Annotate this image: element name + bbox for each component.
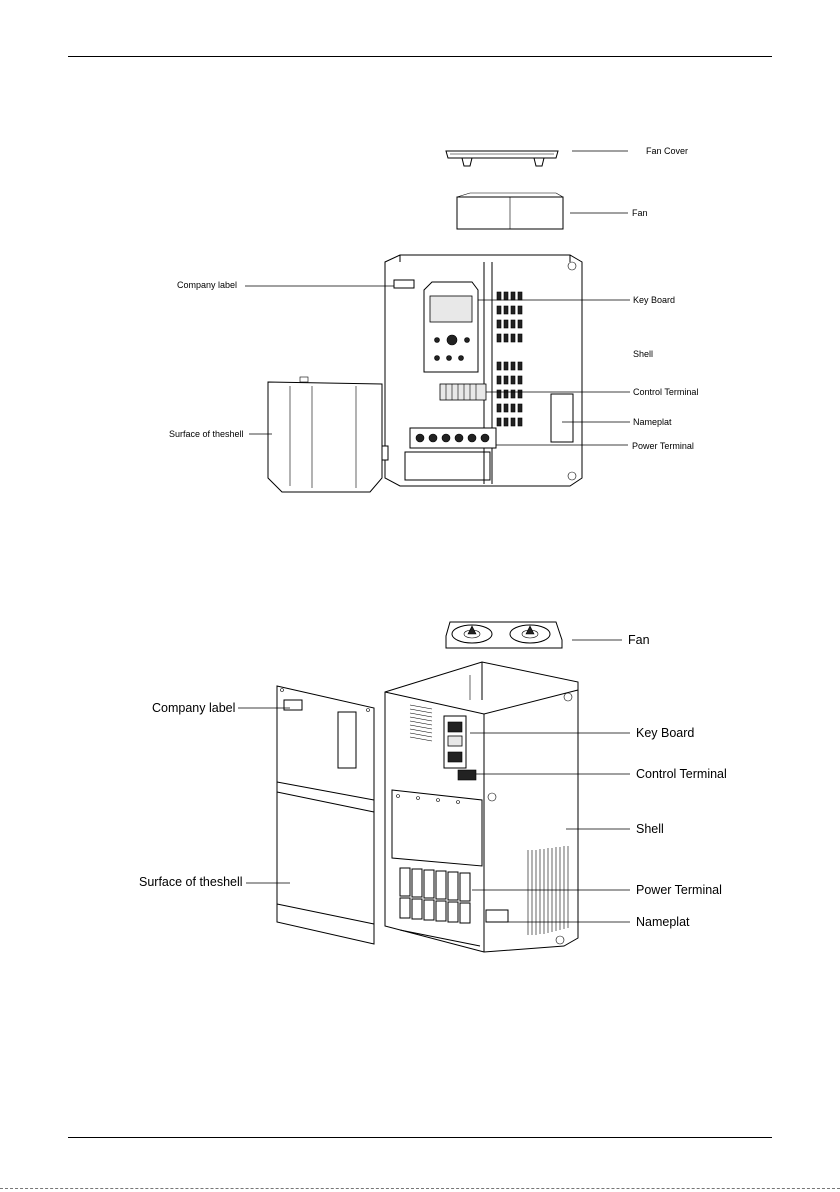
label-key-board-2: Key Board (636, 727, 694, 740)
fan-cover-part (446, 151, 558, 166)
footer-rule (68, 1137, 772, 1138)
label-power-terminal-2: Power Terminal (636, 884, 722, 897)
figure1-exploded-drawing (0, 130, 840, 510)
label-control-terminal: Control Terminal (633, 388, 698, 397)
label-shell: Shell (633, 350, 653, 359)
front-cover-small (268, 377, 388, 492)
label-surface-of-theshell: Surface of theshell (169, 430, 244, 439)
label-fan: Fan (632, 209, 648, 218)
front-cover-large (277, 686, 374, 944)
label-nameplat-2: Nameplat (636, 916, 690, 929)
label-control-terminal-2: Control Terminal (636, 768, 727, 781)
label-shell-2: Shell (636, 823, 664, 836)
label-key-board: Key Board (633, 296, 675, 305)
header-rule (68, 56, 772, 57)
fan-pair-part (446, 622, 562, 648)
label-nameplat: Nameplat (633, 418, 672, 427)
label-surface-of-theshell-2: Surface of theshell (139, 876, 243, 889)
label-fan-2: Fan (628, 634, 650, 647)
inverter-body-small (385, 255, 582, 486)
label-company-label: Company label (177, 281, 237, 290)
fan-part (457, 193, 563, 229)
page-edge-dashes (0, 1188, 840, 1189)
label-fan-cover: Fan Cover (646, 147, 688, 156)
label-company-label-2: Company label (152, 702, 235, 715)
label-power-terminal: Power Terminal (632, 442, 694, 451)
inverter-body-large (385, 662, 578, 952)
